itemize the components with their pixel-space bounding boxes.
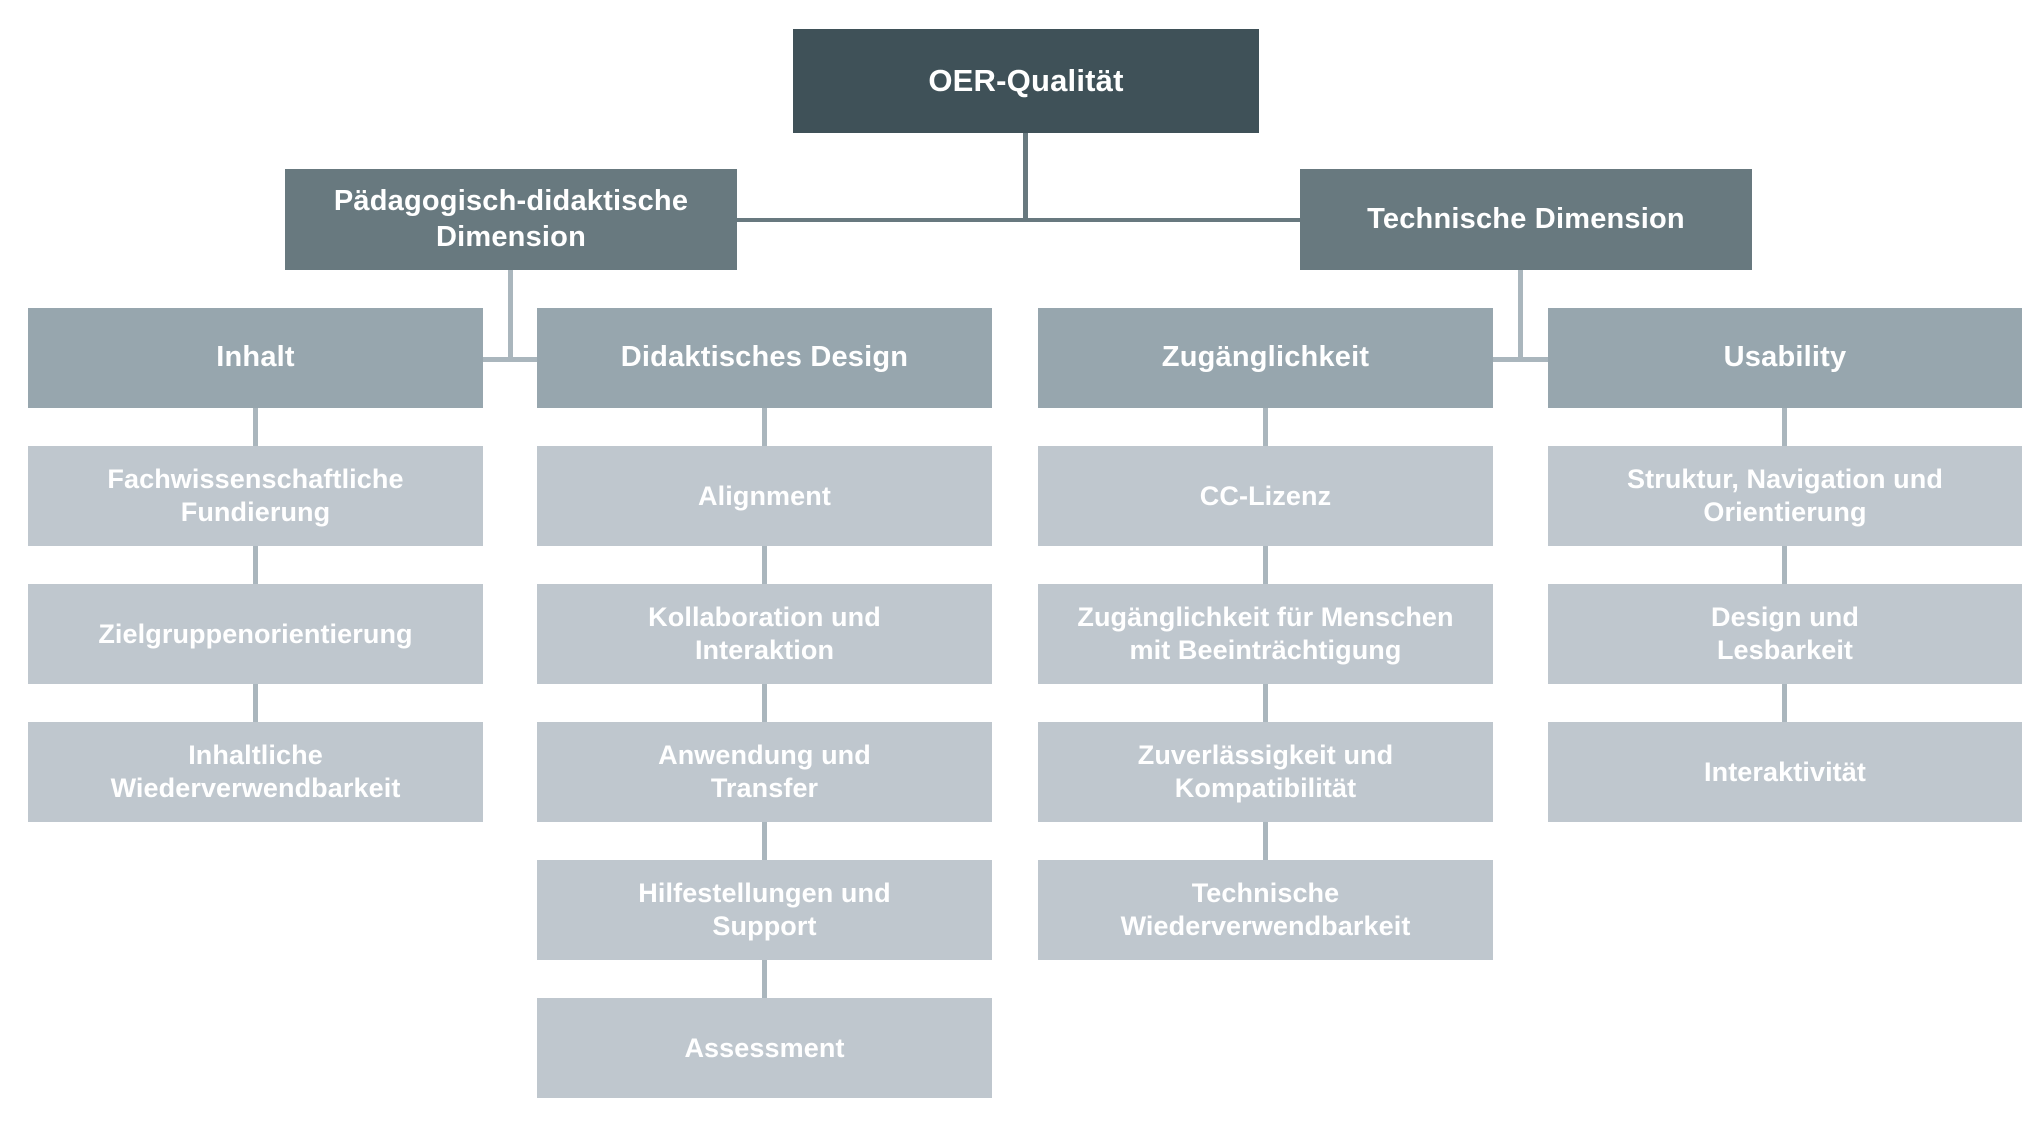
connector-left-dimension-stem — [508, 270, 513, 362]
node-zugaenglichkeit[interactable]: Zugänglichkeit — [1038, 308, 1493, 408]
connector-usability-3 — [1782, 683, 1787, 723]
node-zielgruppenorientierung[interactable]: Zielgruppenorientierung — [28, 584, 483, 684]
connector-left-categories-bus — [480, 357, 542, 362]
node-struktur-navigation-und-orientierung[interactable]: Struktur, Navigation und Orientierung — [1548, 446, 2022, 546]
connector-usability-1 — [1782, 407, 1787, 447]
node-didaktisches-design[interactable]: Didaktisches Design — [537, 308, 992, 408]
connector-zugang-3 — [1263, 683, 1268, 723]
connector-zugang-4 — [1263, 821, 1268, 861]
connector-didaktik-4 — [762, 821, 767, 861]
connector-didaktik-3 — [762, 683, 767, 723]
connector-zugang-1 — [1263, 407, 1268, 447]
node-hilfestellungen-und-support[interactable]: Hilfestellungen und Support — [537, 860, 992, 960]
node-alignment[interactable]: Alignment — [537, 446, 992, 546]
connector-dimensions-bus — [735, 218, 1303, 222]
node-anwendung-und-transfer[interactable]: Anwendung und Transfer — [537, 722, 992, 822]
node-inhaltliche-wiederverwendbarkeit[interactable]: Inhaltliche Wiederverwendbarkeit — [28, 722, 483, 822]
node-design-und-lesbarkeit[interactable]: Design und Lesbarkeit — [1548, 584, 2022, 684]
node-technische-dimension[interactable]: Technische Dimension — [1300, 169, 1752, 270]
node-zugaenglichkeit-fuer-menschen-mit-beeintraechtigung[interactable]: Zugänglichkeit für Menschen mit Beeinträ… — [1038, 584, 1493, 684]
connector-root-stem — [1023, 133, 1028, 221]
node-inhalt[interactable]: Inhalt — [28, 308, 483, 408]
connector-didaktik-2 — [762, 545, 767, 585]
connector-didaktik-5 — [762, 959, 767, 999]
node-usability[interactable]: Usability — [1548, 308, 2022, 408]
node-paedagogisch-didaktische-dimension[interactable]: Pädagogisch-didaktische Dimension — [285, 169, 737, 270]
connector-usability-2 — [1782, 545, 1787, 585]
node-interaktivitaet[interactable]: Interaktivität — [1548, 722, 2022, 822]
node-cc-lizenz[interactable]: CC-Lizenz — [1038, 446, 1493, 546]
node-kollaboration-und-interaktion[interactable]: Kollaboration und Interaktion — [537, 584, 992, 684]
connector-right-dimension-stem — [1518, 270, 1523, 362]
node-fachwissenschaftliche-fundierung[interactable]: Fachwissenschaftliche Fundierung — [28, 446, 483, 546]
node-zuverlaessigkeit-und-kompatibilitaet[interactable]: Zuverlässigkeit und Kompatibilität — [1038, 722, 1493, 822]
node-oer-qualitaet[interactable]: OER-Qualität — [793, 29, 1259, 133]
node-assessment[interactable]: Assessment — [537, 998, 992, 1098]
connector-right-categories-bus — [1490, 357, 1552, 362]
connector-zugang-2 — [1263, 545, 1268, 585]
connector-didaktik-1 — [762, 407, 767, 447]
connector-inhalt-1 — [253, 407, 258, 447]
connector-inhalt-3 — [253, 683, 258, 723]
connector-inhalt-2 — [253, 545, 258, 585]
node-technische-wiederverwendbarkeit[interactable]: Technische Wiederverwendbarkeit — [1038, 860, 1493, 960]
